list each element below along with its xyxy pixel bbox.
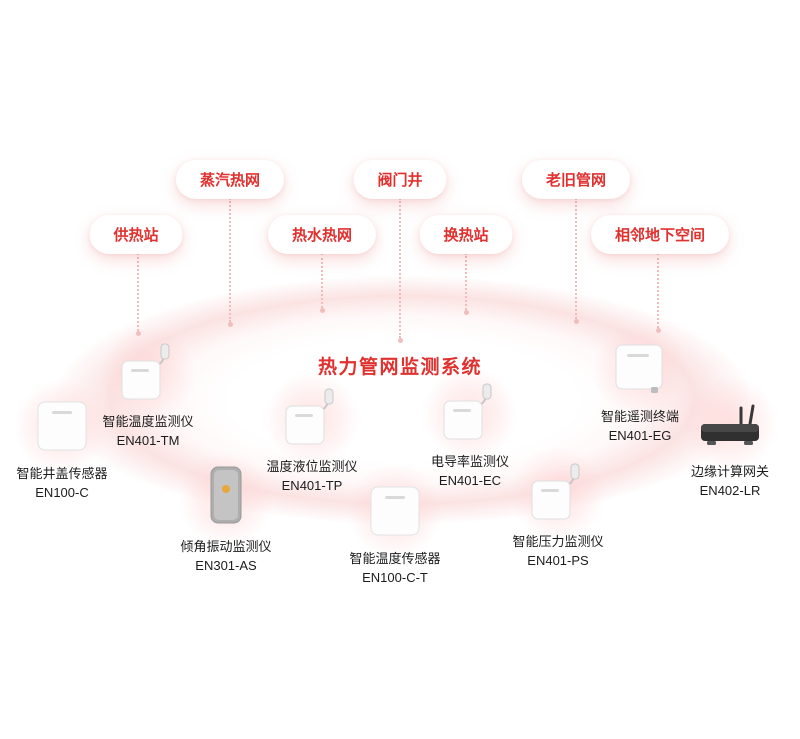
device-model: EN401-PS [527, 552, 589, 568]
device-name: 电导率监测仪 [430, 454, 509, 469]
device-name: 智能遥测终端 [600, 409, 679, 424]
pill-label: 老旧管网 [545, 172, 607, 189]
connector-line-heating-station [135, 253, 141, 336]
device-name: 智能压力监测仪 [512, 534, 604, 549]
pill-heating-station: 供热站 [89, 215, 183, 254]
diagram-title: 热力管网监测系统 [317, 357, 483, 378]
device-en401-tp: 温度液位监测仪 EN401-TP [244, 371, 380, 496]
probe-monitor-icon [439, 380, 501, 440]
pill-heat-exchange-station: 换热站 [419, 215, 513, 254]
device-name: 智能温度传感器 [349, 551, 441, 566]
pill-steam-heating-network: 蒸汽热网 [175, 160, 285, 199]
device-en301-as: 倾角振动监测仪 EN301-AS [158, 451, 294, 576]
probe-monitor-icon [281, 385, 343, 445]
connector-line-valve-well [397, 198, 403, 343]
device-model: EN301-AS [195, 557, 257, 573]
device-model: EN100-C-T [362, 569, 428, 585]
pill-label: 相邻地下空间 [614, 227, 706, 244]
device-en401-eg: 智能遥测终端 EN401-EG [572, 321, 708, 446]
device-en401-ps: 智能压力监测仪 EN401-PS [490, 446, 626, 571]
pill-hot-water-network: 热水热网 [267, 215, 377, 254]
device-model: EN401-TP [281, 477, 343, 493]
connector-line-hot-water-network [319, 253, 325, 313]
connector-line-adjacent-underground-space [655, 253, 661, 333]
connector-line-old-pipe-network [573, 198, 579, 324]
device-model: EN401-TM [116, 432, 180, 448]
device-model: EN402-LR [699, 482, 761, 498]
pill-label: 阀门井 [377, 172, 423, 189]
flat-sensor-icon [36, 392, 88, 452]
pill-label: 换热站 [443, 227, 489, 244]
probe-monitor-icon [117, 340, 179, 400]
tilt-sensor-icon [203, 465, 249, 525]
gateway-router-icon [695, 390, 765, 450]
pill-valve-well: 阀门井 [353, 160, 447, 199]
device-name: 智能井盖传感器 [16, 466, 108, 481]
pill-label: 热水热网 [291, 227, 353, 244]
pill-old-pipe-network: 老旧管网 [521, 160, 631, 199]
device-en402-lr: 边缘计算网关 EN402-LR [662, 376, 798, 501]
device-name: 倾角振动监测仪 [180, 539, 272, 554]
device-en401-tm: 智能温度监测仪 EN401-TM [80, 326, 216, 451]
connector-line-heat-exchange-station [463, 253, 469, 315]
pill-adjacent-underground-space: 相邻地下空间 [590, 215, 730, 254]
flat-sensor-icon [369, 477, 421, 537]
device-en100-c-t: 智能温度传感器 EN100-C-T [327, 463, 463, 588]
device-name: 温度液位监测仪 [266, 459, 358, 474]
pill-label: 蒸汽热网 [199, 172, 261, 189]
device-en100-c: 智能井盖传感器 EN100-C [0, 378, 130, 503]
connector-line-steam-heating-network [227, 198, 233, 327]
device-en401-ec: 电导率监测仪 EN401-EC [402, 366, 538, 491]
device-model: EN401-EG [608, 427, 672, 443]
device-model: EN401-EC [438, 472, 502, 488]
terminal-box-icon [613, 335, 667, 395]
device-name: 边缘计算网关 [690, 464, 769, 479]
device-name: 智能温度监测仪 [102, 414, 194, 429]
pill-label: 供热站 [113, 227, 159, 244]
probe-monitor-icon [527, 460, 589, 520]
device-model: EN100-C [35, 484, 89, 500]
